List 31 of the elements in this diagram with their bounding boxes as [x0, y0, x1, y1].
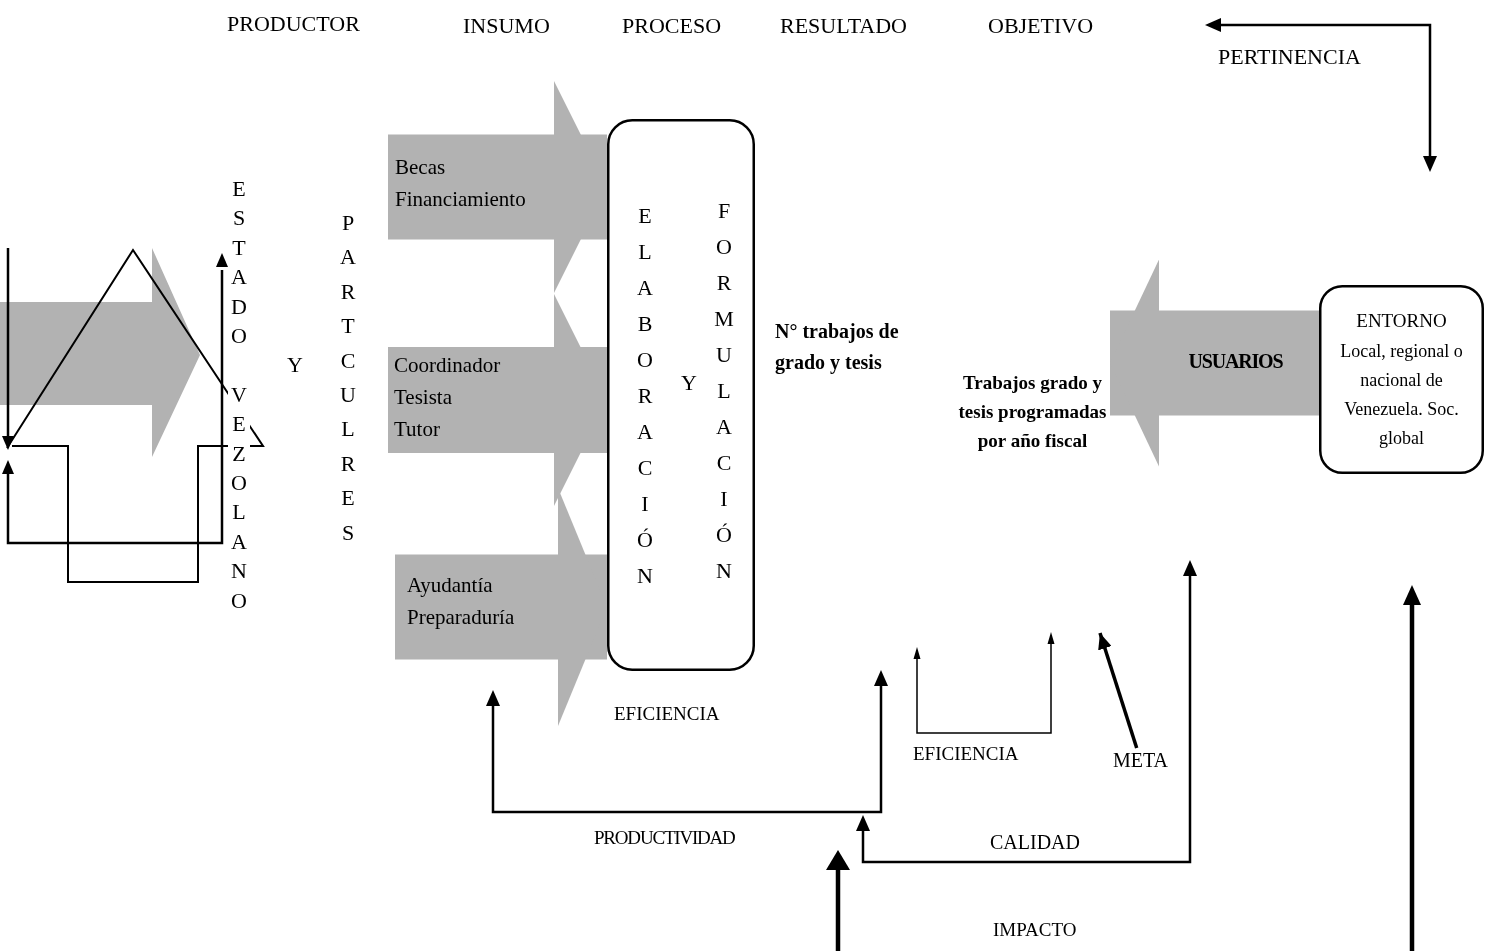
column-heading: PRODUCTOR: [227, 11, 360, 38]
vertical-text: Y: [680, 369, 698, 397]
column-heading: INSUMO: [463, 13, 550, 40]
environment-box: [1319, 285, 1484, 474]
block-arrow: [388, 81, 607, 293]
edge-label: Ayudantía Preparaduría: [407, 572, 515, 631]
block-arrow: [388, 294, 607, 506]
column-heading: OBJETIVO: [988, 13, 1094, 40]
column-heading: RESULTADO: [780, 13, 907, 40]
result-note: N° trabajos de grado y tesis: [775, 319, 900, 376]
vertical-text: PARTCULRES: [339, 209, 357, 547]
indicator-label: IMPACTO: [993, 919, 1077, 942]
indicator-label: EFICIENCIA: [614, 703, 720, 726]
vertical-text: ELABORACIÓN: [636, 202, 654, 590]
edge-label: Becas Financiamiento: [395, 154, 526, 213]
indicator-label: PRODUCTIVIDAD: [594, 827, 735, 850]
arrow-label: PERTINENCIA: [1218, 44, 1361, 71]
arrow: [1098, 632, 1139, 749]
edge-label: USUARIOS: [1187, 349, 1284, 373]
edge-label: Coordinador Tesista Tutor: [394, 352, 501, 443]
goal-label: META: [1113, 748, 1169, 772]
vertical-text: FORMULACIÓN: [713, 197, 735, 585]
box-heading: ENTORNO: [1355, 309, 1448, 333]
block-arrow: [1110, 259, 1319, 467]
process-box: [607, 119, 755, 671]
indicator-label: CALIDAD: [990, 830, 1080, 854]
box-text: Local, regional o nacional de Venezuela. Soc. global: [1339, 340, 1464, 450]
indicator-label: EFICIENCIA: [913, 743, 1019, 766]
objective-note: Trabajos grado y tesis programadas por año fiscal: [955, 368, 1110, 455]
conjunction-label: Y: [287, 352, 303, 379]
column-heading: PROCESO: [622, 13, 722, 40]
